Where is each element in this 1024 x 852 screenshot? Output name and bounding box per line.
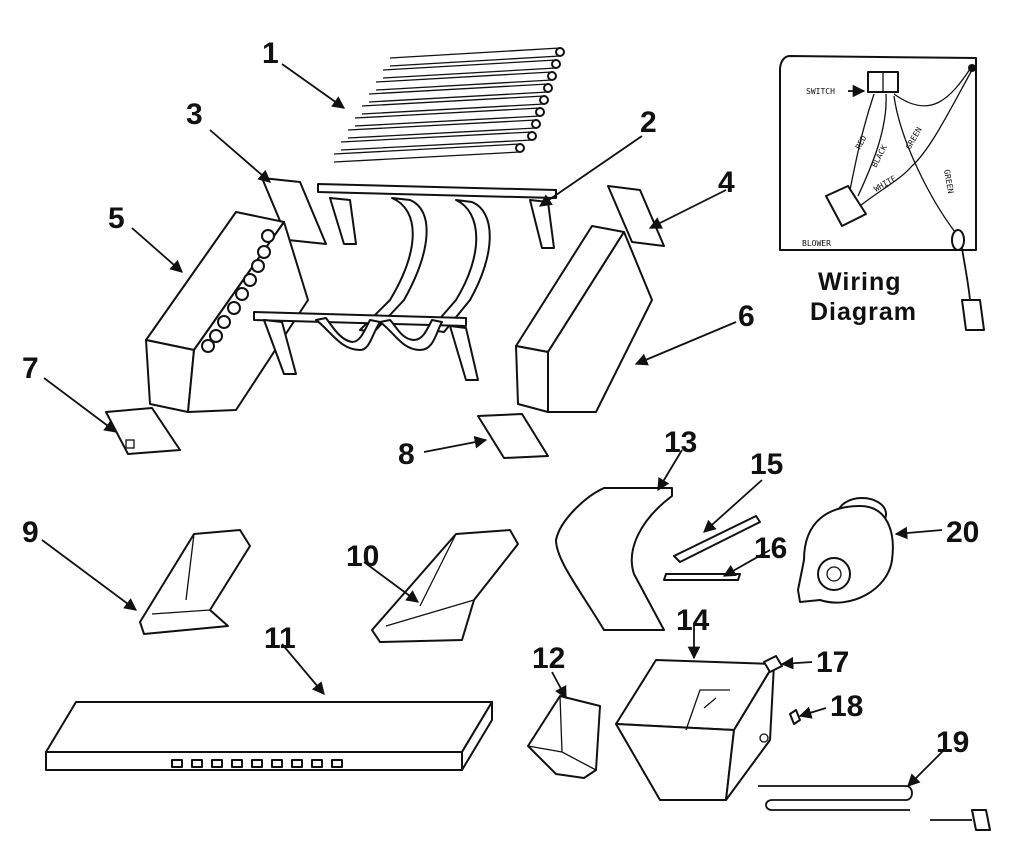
callout-20: 20 [946,516,979,549]
callout-8: 8 [398,438,415,471]
part-13-shroud [555,487,673,631]
callout-2: 2 [640,106,657,139]
ground-screw [968,64,976,72]
callout-9: 9 [22,516,39,549]
part-2-frame [317,183,557,333]
wiring-blower-label: BLOWER [802,239,831,248]
part-3-end-plate [261,177,327,245]
part-19-power-cord [758,785,991,831]
part-12-bracket [527,695,601,779]
part-2-lower-frame [253,311,479,381]
part-4-end-plate [607,185,665,247]
wiring-title-line2: Diagram [810,298,917,326]
part-18-screw [789,709,801,725]
callout-14: 14 [676,604,710,637]
blower-block [825,185,867,227]
part-15-strip [673,515,761,563]
part-6-box [515,225,653,413]
part-16-strip [663,573,741,581]
part-7-plate [105,407,181,455]
part-9-duct [139,529,251,635]
wiring-diagram: SWITCH BLOWER RED BLACK GREEN WHITE GREE… [779,55,985,331]
callout-labels: 1 2 3 4 5 6 7 8 13 15 16 20 9 10 11 12 1… [22,37,979,759]
callout-11: 11 [264,622,296,655]
callout-17: 17 [816,646,849,679]
callout-10: 10 [346,540,379,573]
part-5-heater-box [145,211,309,413]
callout-5: 5 [108,202,125,235]
callout-19: 19 [936,726,969,759]
callout-13: 13 [664,426,697,459]
part-20-blower [797,497,894,604]
callout-12: 12 [532,642,565,675]
part-8-plate [477,413,549,459]
callout-7: 7 [22,352,39,385]
callout-15: 15 [750,448,783,481]
callout-16: 16 [754,532,787,565]
strain-relief [951,229,965,251]
part-10-duct [371,529,519,643]
part-11-manifold [45,701,493,771]
leader-lines [41,63,945,787]
callout-3: 3 [186,98,203,131]
wiring-switch-label: SWITCH [806,87,835,96]
part-1-heating-tubes [333,47,565,163]
callout-1: 1 [262,37,279,70]
wire-green2-label: GREEN [942,169,955,194]
wiring-plug [961,299,985,331]
part-14-housing [615,659,775,801]
part-7-tab [125,439,135,449]
wiring-title-line1: Wiring [818,268,902,296]
callout-6: 6 [738,300,755,333]
callout-18: 18 [830,690,863,723]
callout-4: 4 [718,166,735,199]
